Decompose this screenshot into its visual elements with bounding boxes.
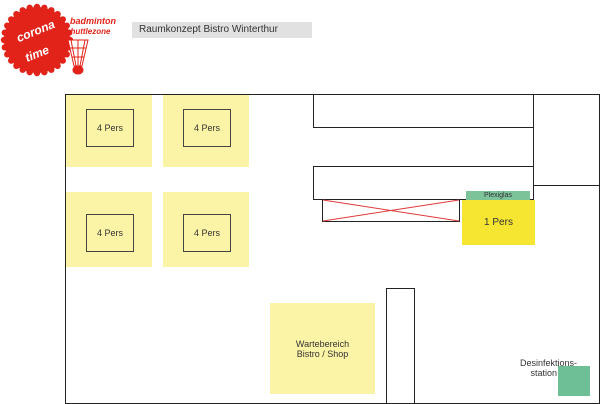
corner-cabinet: [533, 94, 600, 186]
table-zone: 4 Pers: [163, 192, 249, 267]
table-zone: 4 Pers: [66, 95, 152, 167]
plexiglas-shield: Plexiglas: [466, 191, 530, 200]
page-title: Raumkonzept Bistro Winterthur: [132, 22, 312, 38]
table-label: 4 Pers: [183, 109, 231, 147]
shelf-unit: [386, 288, 415, 404]
service-person-zone: 1 Pers: [462, 200, 535, 245]
blocked-counter: [322, 199, 460, 222]
waiting-area: Wartebereich Bistro / Shop: [270, 303, 375, 394]
table-zone: 4 Pers: [163, 95, 249, 167]
corona-time-logo: corona time badminton shuttlezone: [0, 3, 116, 77]
disinfection-label-line2: station: [530, 368, 557, 378]
table-label: 4 Pers: [86, 109, 134, 147]
table-label: 4 Pers: [183, 214, 231, 252]
logo-brand-shuttlezone: shuttlezone: [66, 27, 111, 36]
waiting-area-subtitle: Bistro / Shop: [296, 348, 349, 359]
disinfection-station: [558, 366, 590, 396]
table-zone: 4 Pers: [66, 192, 152, 267]
table-label: 4 Pers: [86, 214, 134, 252]
disinfection-label-line1: Desinfektions-: [519, 358, 577, 368]
logo-badge: [0, 3, 74, 77]
shuttlecock-icon: [67, 39, 89, 75]
back-counter: [313, 94, 534, 128]
logo-brand-badminton: badminton: [70, 16, 116, 26]
waiting-area-title: Wartebereich: [295, 338, 350, 349]
disinfection-label: Desinfektions- station: [470, 358, 577, 378]
